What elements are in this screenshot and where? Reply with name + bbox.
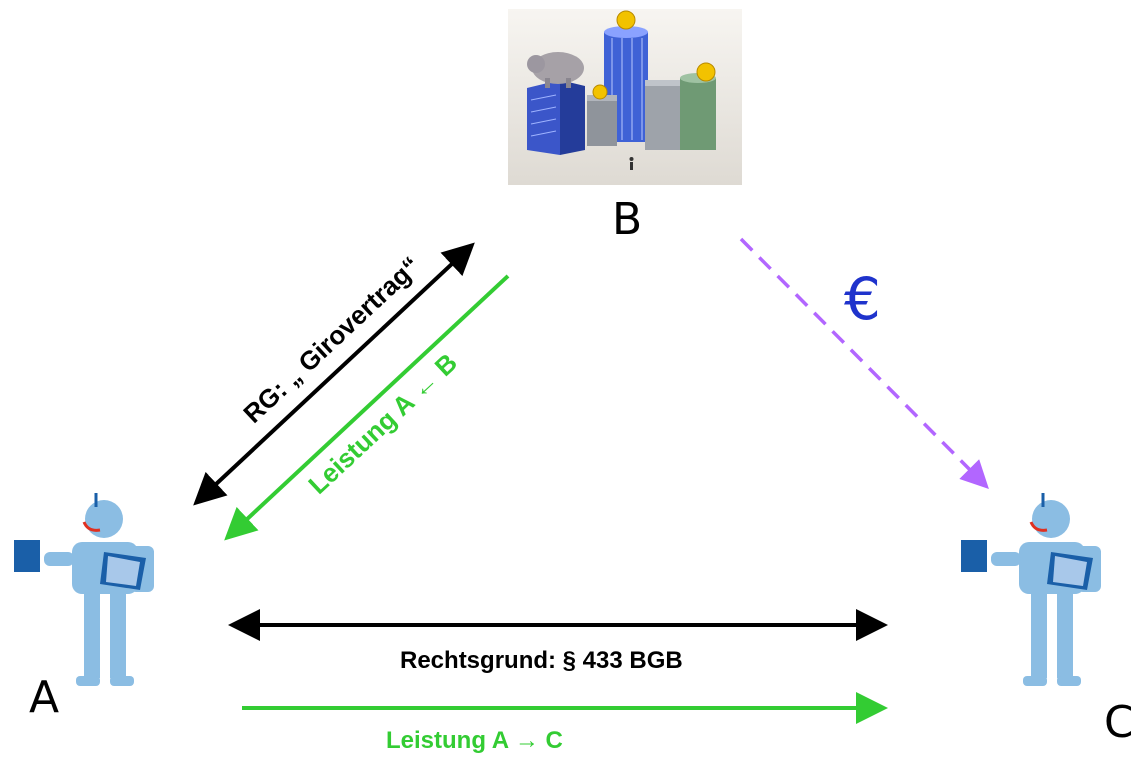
contract-ab-arrow [193,242,475,506]
person-a-icon [14,493,154,686]
node-c-label: C [1104,697,1131,748]
payment-bc-arrow [739,237,989,489]
euro-icon: € [844,265,881,333]
node-a-label: A [29,672,60,723]
performance-ac-label: Leistung A → C [386,727,563,754]
person-c-icon [961,493,1101,686]
legal-basis-ac-label: Rechtsgrund: § 433 BGB [400,647,683,674]
bank-buildings-image [508,9,742,185]
node-b-label: B [612,194,643,245]
performance-ab-arrow [224,274,510,541]
